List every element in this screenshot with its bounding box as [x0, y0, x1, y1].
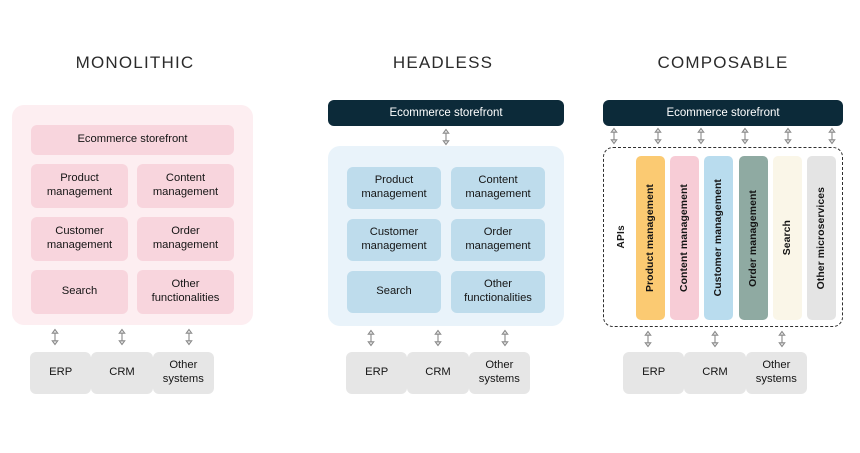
microservice-label: Product management: [645, 183, 656, 293]
module-other-functionalities: Other functionalities: [451, 271, 545, 313]
system-other: Other systems: [745, 352, 807, 394]
monolithic-module-grid: Product management Content management Cu…: [31, 164, 234, 314]
headless-external-systems: ERP CRM Other systems: [346, 352, 530, 394]
module-order-management: Order management: [451, 219, 545, 261]
double-arrow-icon: [708, 330, 722, 348]
composable-external-systems: ERP CRM Other systems: [623, 352, 807, 394]
double-arrow-icon: [115, 328, 129, 346]
module-content-management: Content management: [451, 167, 545, 209]
composable-storefront-bar: Ecommerce storefront: [603, 100, 843, 126]
module-customer-management: Customer management: [347, 219, 441, 261]
double-arrow-icon: [498, 329, 512, 347]
module-search: Search: [347, 271, 441, 313]
microservice-search: Search: [772, 156, 802, 320]
module-other-functionalities: Other functionalities: [137, 270, 234, 314]
headless-storefront-bar: Ecommerce storefront: [328, 100, 564, 126]
double-arrow-icon: [439, 128, 453, 146]
double-arrow-icon: [825, 127, 839, 145]
apis-label: APIs: [615, 225, 627, 249]
system-crm: CRM: [407, 352, 469, 394]
composable-microservice-bars: Product management Content management Cu…: [636, 156, 836, 320]
system-crm: CRM: [684, 352, 746, 394]
composable-connector-arrows: [615, 330, 815, 348]
module-order-management: Order management: [137, 217, 234, 261]
microservice-label: Order management: [747, 189, 759, 287]
system-other: Other systems: [152, 352, 214, 394]
composable-api-boundary: APIs Product management Content manageme…: [603, 147, 843, 327]
double-arrow-icon: [781, 127, 795, 145]
microservice-product-management: Product management: [636, 156, 665, 320]
system-erp: ERP: [30, 352, 92, 394]
module-customer-management: Customer management: [31, 217, 128, 261]
double-arrow-icon: [182, 328, 196, 346]
microservice-other: Other microservices: [806, 156, 836, 320]
double-arrow-icon: [775, 330, 789, 348]
module-content-management: Content management: [137, 164, 234, 208]
module-product-management: Product management: [347, 167, 441, 209]
headless-module-grid: Product management Content management Cu…: [347, 167, 545, 313]
headless-modules: Product management Content management Cu…: [347, 167, 545, 313]
microservice-label: Customer management: [713, 179, 725, 297]
microservice-label: Content management: [679, 183, 691, 293]
double-arrow-icon: [364, 329, 378, 347]
system-crm: CRM: [91, 352, 153, 394]
monolithic-storefront-box: Ecommerce storefront: [31, 125, 234, 155]
column-title-monolithic: MONOLITHIC: [75, 53, 195, 72]
column-headless: HEADLESS Ecommerce storefront Product ma…: [308, 0, 578, 453]
system-erp: ERP: [623, 352, 685, 394]
monolithic-connector-arrows: [22, 328, 222, 346]
microservice-label: Search: [781, 220, 793, 256]
column-composable: COMPOSABLE Ecommerce storefront: [588, 0, 858, 453]
column-monolithic: MONOLITHIC Ecommerce storefront Product …: [0, 0, 270, 453]
microservice-order-management: Order management: [738, 156, 768, 320]
module-product-management: Product management: [31, 164, 128, 208]
double-arrow-icon: [694, 127, 708, 145]
microservice-content-management: Content management: [670, 156, 700, 320]
module-search: Search: [31, 270, 128, 314]
monolithic-panel: Ecommerce storefront Product management …: [12, 105, 253, 325]
monolithic-modules: Ecommerce storefront Product management …: [31, 125, 234, 314]
monolithic-external-systems: ERP CRM Other systems: [30, 352, 214, 394]
system-other: Other systems: [468, 352, 530, 394]
double-arrow-icon: [48, 328, 62, 346]
headless-connector-arrows: [338, 329, 538, 347]
composable-api-arrows: [607, 127, 839, 145]
column-title-headless: HEADLESS: [392, 53, 494, 72]
double-arrow-icon: [738, 127, 752, 145]
double-arrow-icon: [431, 329, 445, 347]
double-arrow-icon: [607, 127, 621, 145]
apis-label-wrapper: APIs: [610, 148, 632, 326]
system-erp: ERP: [346, 352, 408, 394]
microservice-label: Other microservices: [815, 186, 827, 290]
double-arrow-icon: [651, 127, 665, 145]
column-title-composable: COMPOSABLE: [657, 53, 789, 72]
headless-backend-panel: Product management Content management Cu…: [328, 146, 564, 326]
microservice-customer-management: Customer management: [704, 156, 734, 320]
double-arrow-icon: [641, 330, 655, 348]
